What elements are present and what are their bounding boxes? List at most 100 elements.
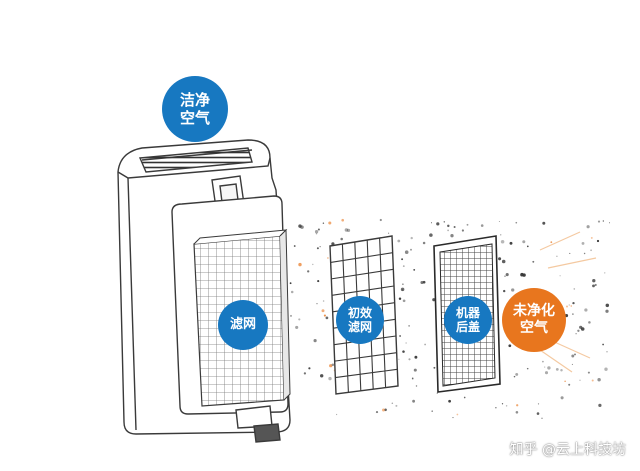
dust-particle xyxy=(411,377,414,380)
dust-particle xyxy=(592,279,596,283)
dust-particle xyxy=(605,309,609,313)
dust-particle xyxy=(326,257,329,259)
dust-particle xyxy=(320,374,324,378)
dust-particle xyxy=(431,410,433,412)
dust-particle xyxy=(556,255,558,258)
dust-particle xyxy=(541,417,543,419)
watermark: 知乎 @云上科技坊 xyxy=(509,442,626,458)
dust-particle xyxy=(559,275,561,277)
dust-particle xyxy=(597,220,601,223)
dust-particle xyxy=(571,354,575,358)
dust-particle xyxy=(432,298,436,302)
dust-particle xyxy=(424,343,426,346)
dust-particle xyxy=(317,228,320,231)
dust-particle xyxy=(411,377,414,379)
dust-particle xyxy=(290,290,294,294)
dust-particle xyxy=(590,236,593,239)
dust-particle xyxy=(605,303,610,308)
dirty-air-label: 未净化 空气 xyxy=(513,303,555,336)
dust-particle xyxy=(498,220,500,223)
dust-particle xyxy=(420,280,424,285)
dust-particle xyxy=(500,234,502,236)
dust-particle xyxy=(503,289,506,293)
dust-particle xyxy=(508,344,512,348)
dust-particle xyxy=(447,229,449,232)
dust-particle xyxy=(402,265,405,267)
dirty-air-badge: 未净化 空气 xyxy=(502,288,566,352)
dust-particle xyxy=(550,241,553,244)
dust-particle xyxy=(398,358,400,360)
dust-particle xyxy=(405,342,407,344)
dust-particle xyxy=(583,252,586,255)
dust-particle xyxy=(590,249,592,252)
dust-particle xyxy=(515,411,519,414)
dust-particle xyxy=(542,221,546,225)
dust-particle xyxy=(443,221,446,223)
dust-particle xyxy=(560,368,563,372)
dust-particle xyxy=(346,228,351,233)
dust-particle xyxy=(316,247,319,250)
dust-particle xyxy=(298,262,302,267)
hepa-filter-label: 滤网 xyxy=(229,317,256,333)
dust-particle xyxy=(430,222,433,224)
dust-particle xyxy=(319,246,321,248)
dust-particle xyxy=(314,230,319,234)
dust-particle xyxy=(290,314,292,317)
dust-particle xyxy=(402,299,406,303)
dust-particle xyxy=(588,321,591,324)
dust-particle xyxy=(515,221,518,224)
dust-particle xyxy=(340,237,343,241)
dust-particle xyxy=(568,383,571,386)
dust-particle xyxy=(452,417,454,419)
dust-particle xyxy=(542,360,544,363)
pre-filter-badge: 初效 滤网 xyxy=(336,296,384,344)
dust-particle xyxy=(536,412,540,415)
dust-particle xyxy=(461,229,464,232)
dust-particle xyxy=(447,224,450,228)
dust-particle xyxy=(412,399,415,403)
dust-particle xyxy=(312,263,314,266)
back-cover-badge: 机器 后盖 xyxy=(444,296,492,344)
dust-particle xyxy=(604,367,608,371)
dust-particle xyxy=(410,236,413,240)
dust-particle xyxy=(570,305,572,307)
dust-particle xyxy=(579,379,581,381)
dust-particle xyxy=(515,372,519,376)
dust-particle xyxy=(293,245,296,247)
dust-particle xyxy=(572,301,575,305)
clean-air-label: 洁净 空气 xyxy=(179,91,210,127)
dust-particle xyxy=(575,333,577,335)
dust-particle xyxy=(414,355,418,359)
dust-particle xyxy=(581,241,585,245)
dust-particle xyxy=(448,399,451,403)
dust-particle xyxy=(560,396,564,400)
dust-particle xyxy=(322,222,325,224)
dust-particle xyxy=(516,404,519,407)
dust-particle xyxy=(572,313,574,315)
dust-particle xyxy=(413,368,417,372)
dust-particle xyxy=(413,268,416,271)
dust-particle xyxy=(544,366,546,368)
dust-particle xyxy=(395,404,398,407)
dust-particle xyxy=(399,335,402,337)
dust-particle xyxy=(453,225,456,229)
dust-particle xyxy=(402,283,404,285)
dust-particle xyxy=(586,225,590,229)
dust-particle xyxy=(307,270,310,273)
dust-particle xyxy=(500,239,505,244)
dust-particle xyxy=(564,380,566,382)
dust-particle xyxy=(513,375,516,378)
dust-particle xyxy=(498,257,502,261)
dust-particle xyxy=(608,222,611,224)
dust-particle xyxy=(566,305,568,308)
dust-particle xyxy=(587,371,590,374)
dust-particle xyxy=(532,260,535,263)
dust-particle xyxy=(384,408,387,412)
dust-particle xyxy=(602,220,604,222)
pre-filter-label: 初效 滤网 xyxy=(347,305,372,334)
dust-particle xyxy=(401,258,404,261)
dust-particle xyxy=(544,371,549,375)
dust-particle xyxy=(520,272,524,277)
dust-particle xyxy=(555,368,559,371)
